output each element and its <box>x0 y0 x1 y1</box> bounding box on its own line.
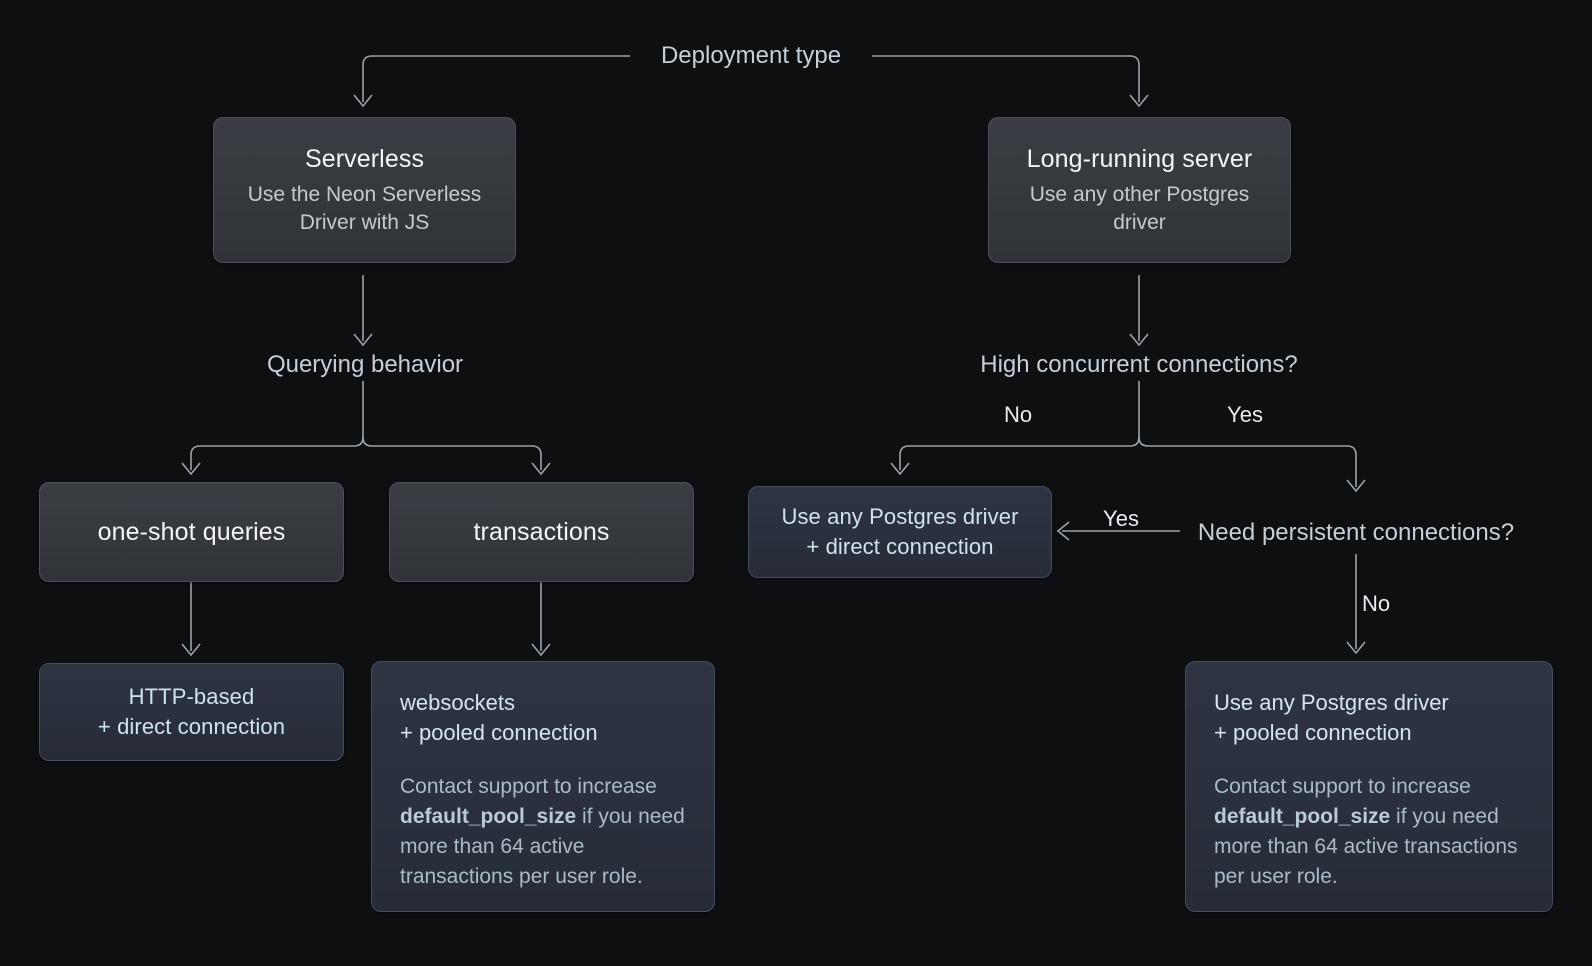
edge-label-persistent-yes: Yes <box>1103 506 1139 531</box>
node-one-shot-queries-title: one-shot queries <box>97 518 286 546</box>
wire-to-serverless <box>362 55 373 102</box>
node-websockets-body-post: if you need more than 64 active transact… <box>400 805 685 888</box>
wire-concurrent-yes <box>1138 436 1357 487</box>
wire-querying-left <box>190 436 364 470</box>
node-direct-postgres-driver-line2: + direct connection <box>806 534 994 559</box>
node-http-based-line1: HTTP-based <box>128 684 255 709</box>
arrowhead-serverless <box>353 94 373 108</box>
decision-high-concurrent-connections: High concurrent connections? <box>980 351 1298 378</box>
arrowhead-websockets <box>531 643 551 657</box>
node-direct-postgres-driver-line1: Use any Postgres driver <box>781 504 1019 529</box>
edge-label-concurrent-yes: Yes <box>1227 402 1263 427</box>
node-websockets-line2: + pooled connection <box>400 720 598 745</box>
node-pooled-postgres-driver-line2: + pooled connection <box>1214 720 1412 745</box>
node-websockets-line1: websockets <box>400 690 515 715</box>
node-long-running-subtitle: Use any other Postgres driver <box>1029 183 1250 234</box>
arrowhead-oneshot <box>181 462 201 476</box>
arrowhead-need-persistent <box>1346 479 1366 493</box>
node-pooled-body-post: if you need more than 64 active transact… <box>1214 805 1518 888</box>
arrowhead-pooled-driver <box>1346 641 1366 655</box>
decision-need-persistent-connections: Need persistent connections? <box>1197 519 1515 546</box>
arrowhead-transactions <box>531 462 551 476</box>
node-pooled-body-code: default_pool_size <box>1214 805 1391 828</box>
node-serverless[interactable]: Serverless Use the Neon Serverless Drive… <box>213 117 516 263</box>
arrowhead-longrunning <box>1129 94 1149 108</box>
node-websockets-pooled[interactable]: websockets + pooled connection Contact s… <box>371 661 715 912</box>
node-transactions[interactable]: transactions <box>389 482 694 582</box>
arrowhead-persistent-yes <box>1056 521 1070 541</box>
wire-concurrent-no <box>899 436 1140 470</box>
wire-to-longrunning <box>1129 55 1140 102</box>
edge-label-persistent-no: No <box>1361 591 1391 616</box>
node-serverless-subtitle: Use the Neon Serverless Driver with JS <box>247 183 482 234</box>
node-long-running-server[interactable]: Long-running server Use any other Postgr… <box>988 117 1291 263</box>
node-serverless-title: Serverless <box>304 145 425 173</box>
node-pooled-postgres-driver-line1: Use any Postgres driver <box>1214 690 1449 715</box>
arrowhead-querying <box>353 333 373 347</box>
arrowhead-http <box>181 643 201 657</box>
arrowhead-direct-driver <box>890 462 910 476</box>
node-websockets-body: Contact support to increase default_pool… <box>400 772 686 892</box>
node-long-running-title: Long-running server <box>1026 145 1253 173</box>
page-title: Deployment type <box>660 42 842 69</box>
node-pooled-body-pre: Contact support to increase <box>1214 775 1471 798</box>
node-websockets-body-pre: Contact support to increase <box>400 775 657 798</box>
node-transactions-title: transactions <box>473 518 610 546</box>
arrowhead-concurrent <box>1129 333 1149 347</box>
node-one-shot-queries[interactable]: one-shot queries <box>39 482 344 582</box>
node-http-based[interactable]: HTTP-based + direct connection <box>39 663 344 761</box>
node-direct-postgres-driver[interactable]: Use any Postgres driver + direct connect… <box>748 486 1052 578</box>
node-websockets-body-code: default_pool_size <box>400 805 577 828</box>
wire-querying-right <box>362 436 542 470</box>
node-http-based-line2: + direct connection <box>97 714 286 739</box>
node-pooled-postgres-driver[interactable]: Use any Postgres driver + pooled connect… <box>1185 661 1553 912</box>
decision-querying-behavior: Querying behavior <box>266 351 464 378</box>
node-pooled-postgres-driver-body: Contact support to increase default_pool… <box>1214 772 1524 892</box>
edge-label-concurrent-no: No <box>1003 402 1033 427</box>
